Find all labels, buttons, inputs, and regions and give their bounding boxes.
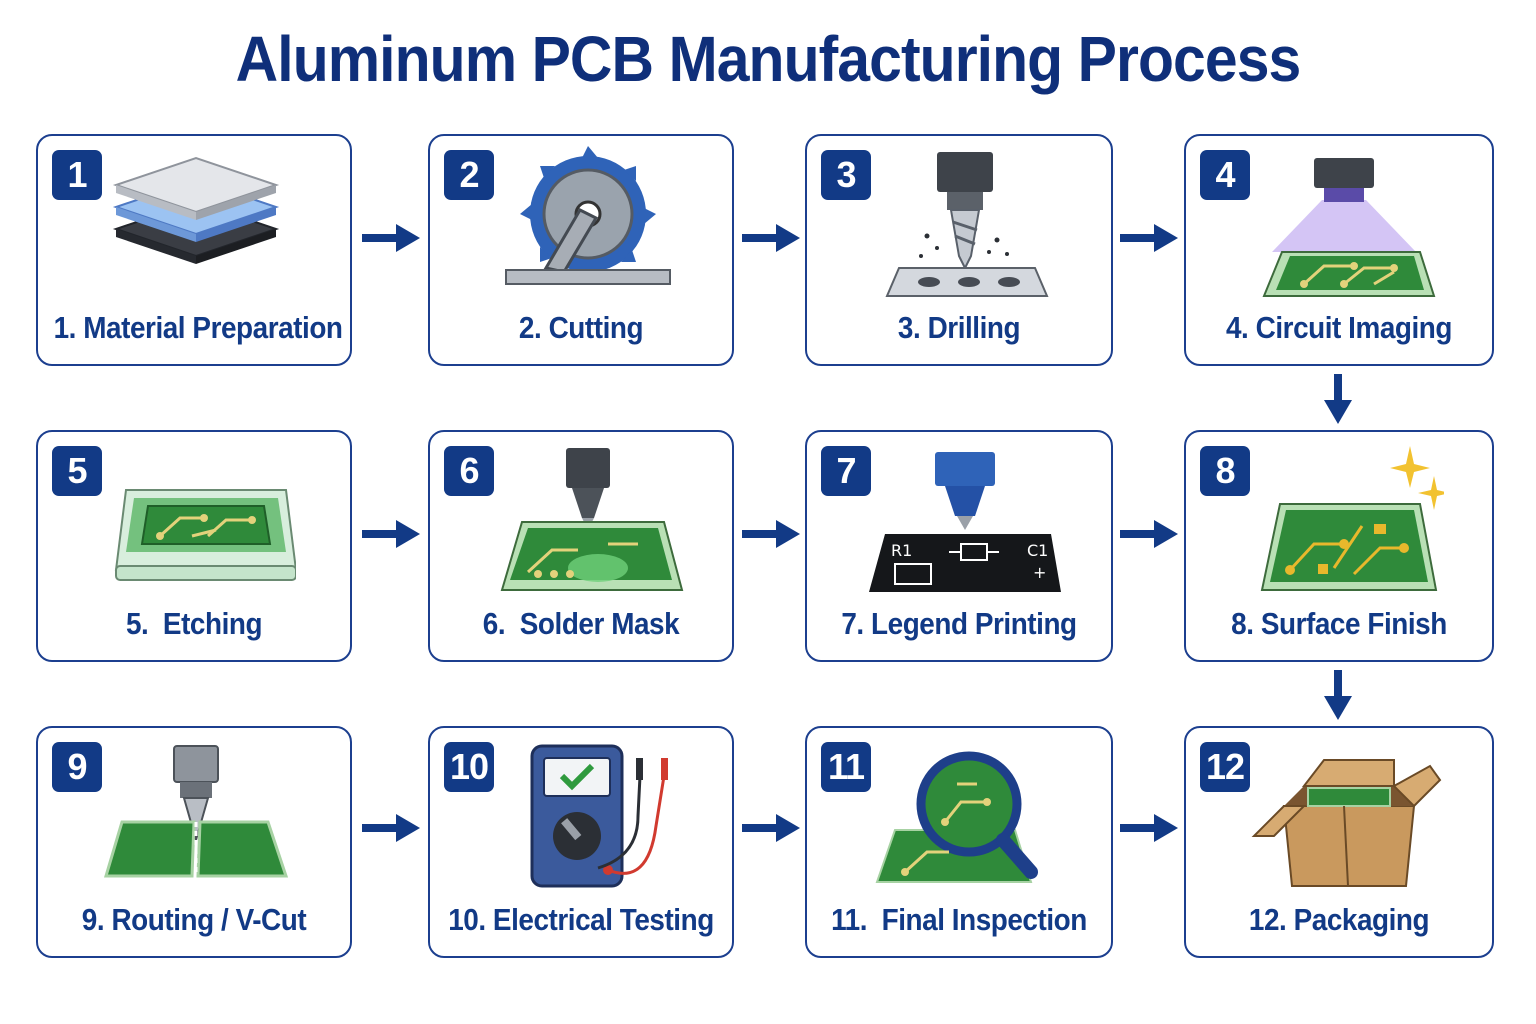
step-card-9: 9 9. Routing / V-Cut <box>36 726 352 958</box>
step-card-10: 10 10. Electrical Testing <box>428 726 734 958</box>
step-label: 12. Packaging <box>1248 902 1430 937</box>
drill-icon <box>885 152 1049 297</box>
legend-r1-text: R1 <box>891 541 912 560</box>
step-number-badge: 6 <box>444 446 494 496</box>
step-label: 1. Material Preparation <box>53 310 343 345</box>
step-label: 5. Etching <box>125 606 263 641</box>
v-cut-router-icon <box>103 745 289 878</box>
magnifier-icon <box>875 751 1038 883</box>
saw-blade-icon <box>505 146 671 285</box>
step-card-4: 4 4. Circuit Imaging <box>1184 134 1494 366</box>
step-card-1: 1 1. Material Preparation <box>36 134 352 366</box>
step-card-11: 11 11. Final Inspection <box>805 726 1113 958</box>
step-label: 3. Drilling <box>897 310 1021 345</box>
arrow-right-icon <box>1120 520 1178 548</box>
step-number-badge: 4 <box>1200 150 1250 200</box>
step-label: 6. Solder Mask <box>482 606 680 641</box>
multimeter-icon <box>530 744 668 888</box>
page-title: Aluminum PCB Manufacturing Process <box>235 23 1302 95</box>
box-icon <box>1251 759 1442 887</box>
solder-mask-nozzle-icon <box>500 448 684 591</box>
step-number-badge: 8 <box>1200 446 1250 496</box>
legend-printer-icon: R1 C1 + <box>869 452 1061 592</box>
step-label: 4. Circuit Imaging <box>1225 310 1452 345</box>
legend-c1-text: C1 <box>1027 541 1048 560</box>
step-number-badge: 7 <box>821 446 871 496</box>
step-label: 8. Surface Finish <box>1231 606 1447 641</box>
step-number-badge: 1 <box>52 150 102 200</box>
arrow-down-icon <box>1324 670 1352 720</box>
arrow-right-icon <box>362 520 420 548</box>
step-number-badge: 9 <box>52 742 102 792</box>
arrow-right-icon <box>742 224 800 252</box>
step-label: 10. Electrical Testing <box>448 902 714 937</box>
shiny-board-icon <box>1260 446 1444 591</box>
step-card-8: 8 8. Surface Finish <box>1184 430 1494 662</box>
step-number-badge: 3 <box>821 150 871 200</box>
arrow-right-icon <box>362 224 420 252</box>
arrow-right-icon <box>742 814 800 842</box>
step-label: 9. Routing / V-Cut <box>81 902 307 937</box>
step-label: 11. Final Inspection <box>831 902 1087 937</box>
step-card-2: 2 2. Cutting <box>428 134 734 366</box>
step-card-5: 5 5. Etching <box>36 430 352 662</box>
arrow-right-icon <box>1120 814 1178 842</box>
arrow-right-icon <box>362 814 420 842</box>
step-number-badge: 5 <box>52 446 102 496</box>
etching-tank-icon <box>114 489 296 581</box>
step-number-badge: 2 <box>444 150 494 200</box>
arrow-right-icon <box>742 520 800 548</box>
arrow-down-icon <box>1324 374 1352 424</box>
step-card-7: 7 R1 C1 + 7. Legend Printing <box>805 430 1113 662</box>
legend-plus-text: + <box>1033 563 1046 582</box>
step-card-12: 12 12. Packaging <box>1184 726 1494 958</box>
arrow-right-icon <box>1120 224 1178 252</box>
step-number-badge: 11 <box>821 742 871 792</box>
step-number-badge: 12 <box>1200 742 1250 792</box>
step-label: 7. Legend Printing <box>841 606 1077 641</box>
step-number-badge: 10 <box>444 742 494 792</box>
step-card-6: 6 6. Solder Mask <box>428 430 734 662</box>
step-label: 2. Cutting <box>518 310 644 345</box>
material-layers-icon <box>112 156 280 264</box>
step-card-3: 3 3. Drilling <box>805 134 1113 366</box>
uv-exposure-icon <box>1262 158 1436 297</box>
